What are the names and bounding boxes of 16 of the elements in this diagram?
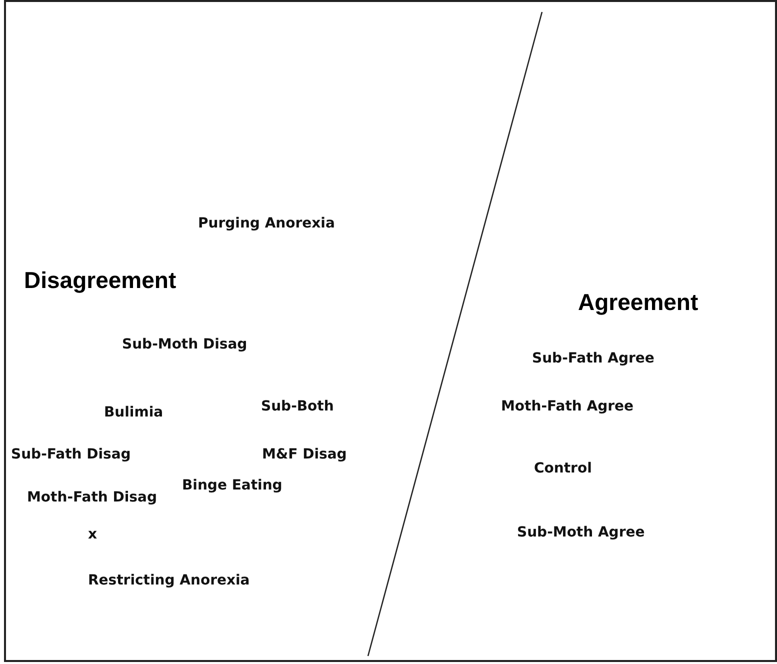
group-label: M&F Disag bbox=[262, 446, 347, 464]
group-label: Binge Eating bbox=[182, 478, 282, 494]
group-label: Sub-Both bbox=[261, 398, 334, 416]
group-label: x bbox=[88, 526, 98, 544]
region-heading: Agreement bbox=[578, 289, 698, 317]
region-heading: Disagreement bbox=[24, 267, 176, 295]
group-label: Sub-Fath Agree bbox=[532, 350, 654, 368]
group-label: Purging Anorexia bbox=[198, 216, 335, 232]
group-label: Bulimia bbox=[104, 404, 164, 422]
group-label: Moth-Fath Disag bbox=[27, 490, 157, 506]
group-label: Sub-Moth Agree bbox=[517, 524, 645, 542]
group-label: Restricting Anorexia bbox=[88, 572, 250, 590]
group-label: Control bbox=[534, 460, 592, 478]
group-label: Sub-Fath Disag bbox=[11, 446, 131, 464]
group-label: Sub-Moth Disag bbox=[122, 336, 248, 354]
group-label: Moth-Fath Agree bbox=[501, 398, 634, 416]
